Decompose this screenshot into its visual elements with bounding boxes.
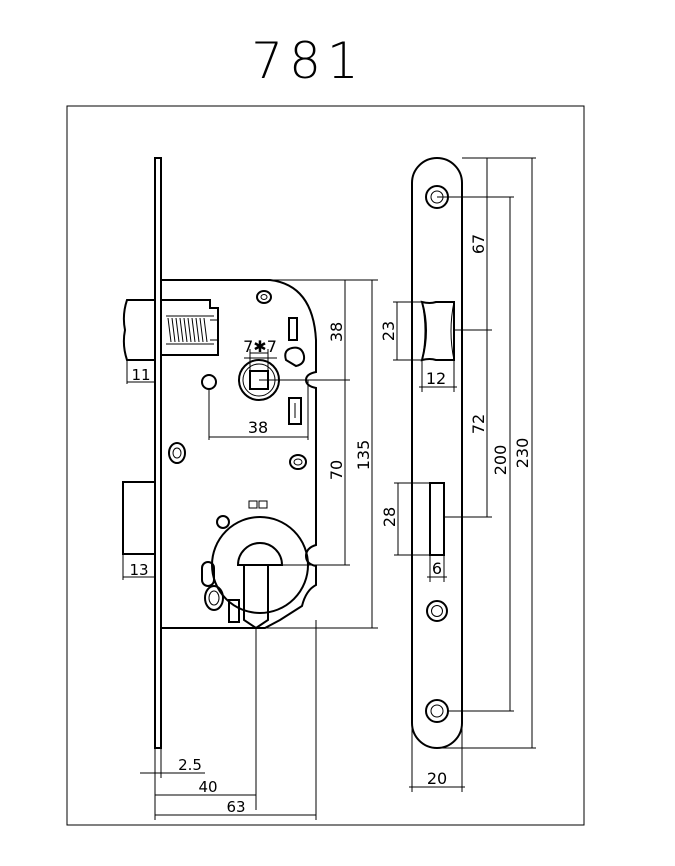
follower-square xyxy=(238,349,280,401)
case-depth-label: 63 xyxy=(226,798,245,816)
latch-slot-width-label: 12 xyxy=(426,369,446,388)
right-dimensions xyxy=(393,157,536,792)
faceplate-width-label: 20 xyxy=(427,769,447,788)
dead-bolt xyxy=(122,481,156,555)
latch-bolt xyxy=(122,299,156,361)
left-dimensions xyxy=(122,279,378,820)
lock-case xyxy=(161,279,317,629)
latch-slot-height-label: 23 xyxy=(379,321,398,341)
latch-spring xyxy=(167,317,208,343)
left-dimension-labels: 11 13 7✱7 38 38 70 135 2.5 40 63 xyxy=(129,322,373,816)
bolt-slot-width-label: 6 xyxy=(432,559,442,578)
case-height-label: 135 xyxy=(354,440,373,471)
cylinder-backset-label: 40 xyxy=(198,778,217,796)
screw-hole-middle xyxy=(426,600,448,622)
drawing-frame xyxy=(66,105,585,826)
square-to-cylinder-label: 70 xyxy=(327,460,346,480)
bolt-slot-height-label: 28 xyxy=(380,507,399,527)
bolt-width-label: 13 xyxy=(129,561,148,579)
model-title: 781 xyxy=(251,32,364,90)
faceplate-front xyxy=(411,157,463,749)
bolt-slot xyxy=(429,482,445,556)
latch-width-label: 11 xyxy=(131,366,150,384)
top-to-square-label: 38 xyxy=(327,322,346,342)
square-size-label: 7✱7 xyxy=(243,337,277,356)
faceplate-height-label: 230 xyxy=(513,438,532,469)
cylinder-cutout xyxy=(211,516,309,810)
faceplate-thickness-label: 2.5 xyxy=(178,756,202,774)
latch-slot xyxy=(420,300,455,362)
backset-square-label: 38 xyxy=(248,418,268,437)
screw-to-latch-label: 67 xyxy=(469,234,488,254)
lock-body-side-view xyxy=(122,157,317,810)
screw-spacing-label: 200 xyxy=(491,445,510,476)
latch-to-bolt-label: 72 xyxy=(469,414,488,434)
right-dimension-labels: 23 12 28 6 67 72 200 230 20 xyxy=(379,234,532,788)
screw-hole-bottom xyxy=(425,699,449,723)
